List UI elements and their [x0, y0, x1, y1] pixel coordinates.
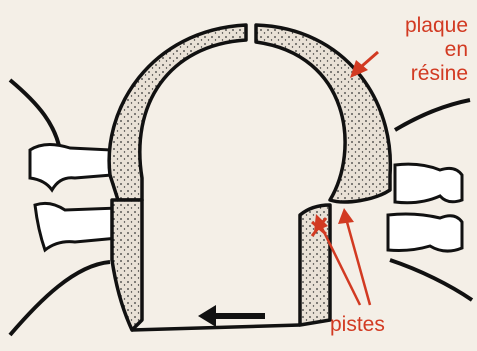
- plaque-label: plaque en résine: [376, 14, 468, 86]
- plaque-label-line-1: plaque: [376, 14, 468, 38]
- right-lower-tooth: [388, 214, 462, 251]
- right-upper-tooth: [395, 164, 462, 203]
- pistes-label: pistes: [330, 313, 385, 337]
- plaque-label-line-3: résine: [376, 62, 468, 86]
- plaque-label-line-2: en: [376, 38, 468, 62]
